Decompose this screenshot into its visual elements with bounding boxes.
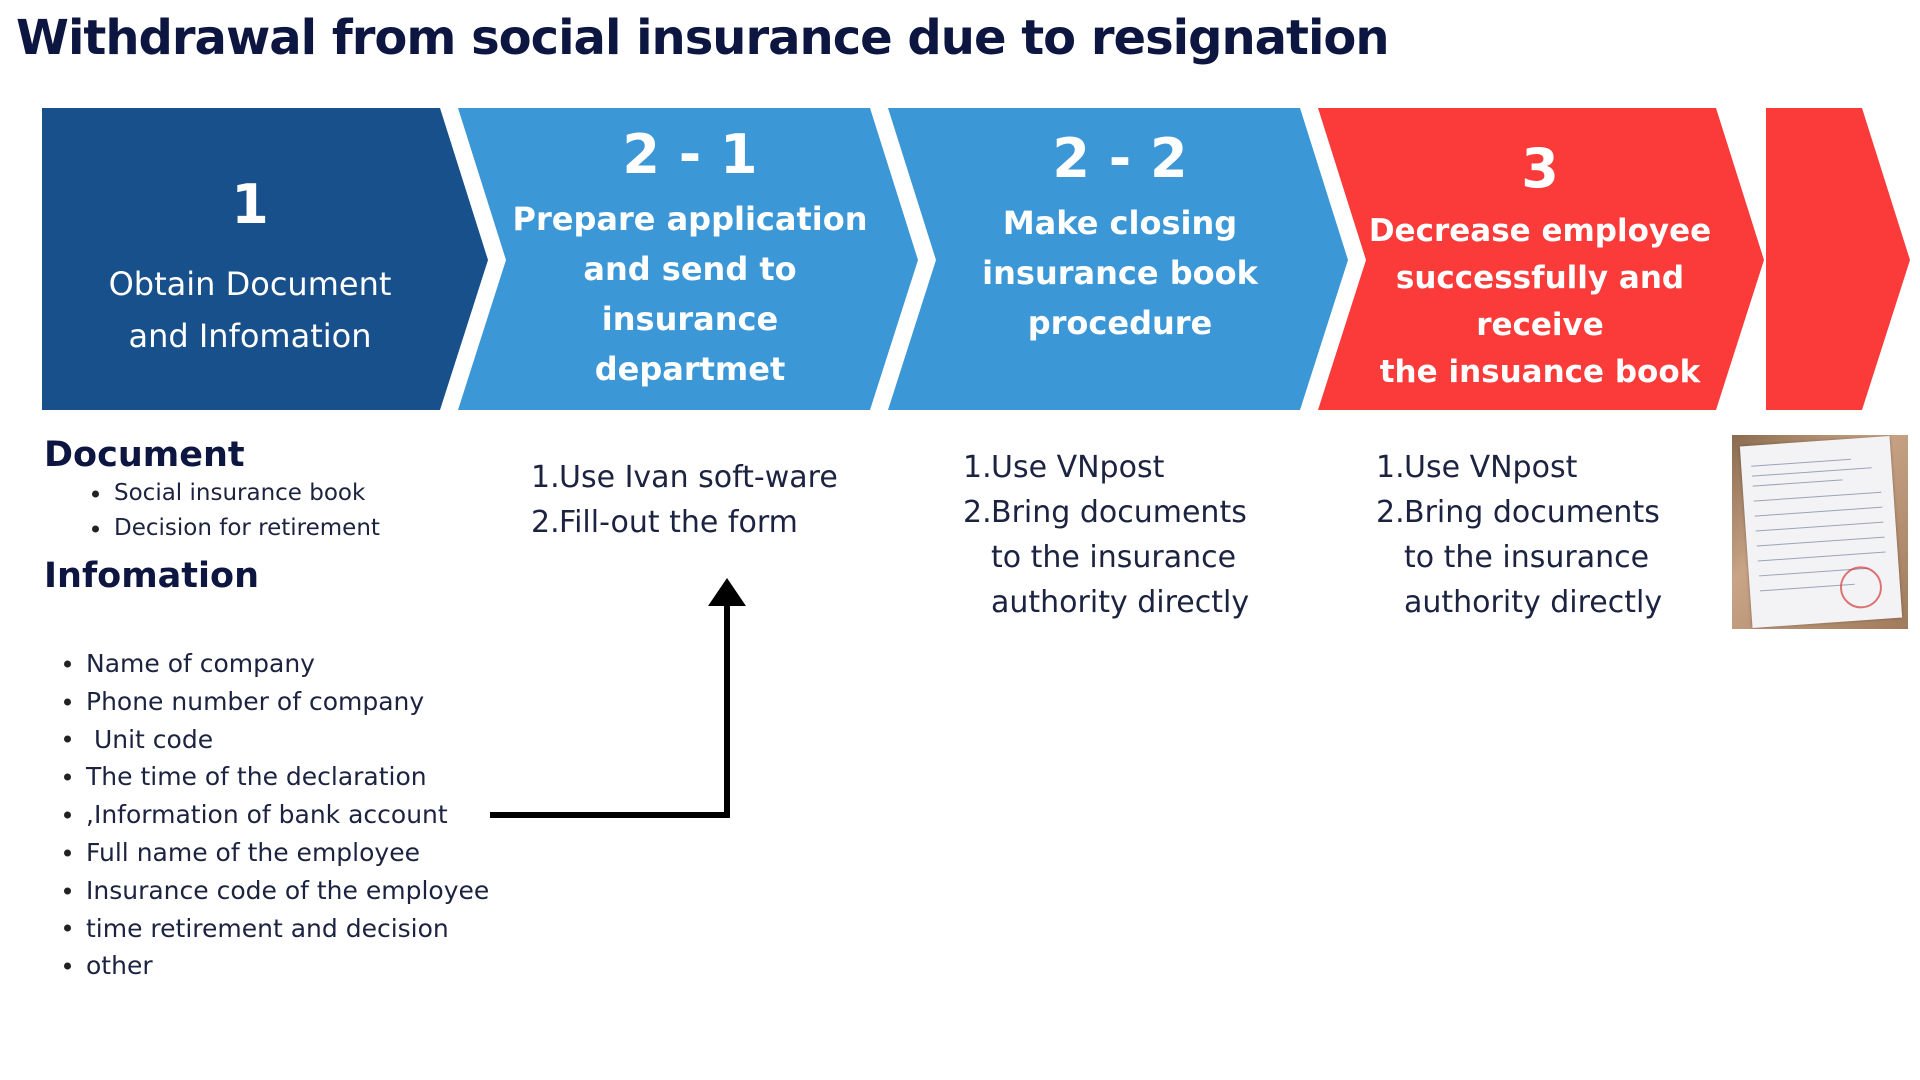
list-item: 2. Fill-out the form <box>531 500 838 545</box>
stamp-icon <box>1838 564 1884 610</box>
item-text-line: to the insurance <box>991 540 1237 575</box>
item-text-line: Use Ivan soft-ware <box>559 460 838 495</box>
list-item: Phone number of company <box>64 683 489 721</box>
step1-label-line: Obtain Document <box>108 265 392 303</box>
item-text-line: Bring documents <box>1404 495 1660 530</box>
list-item: Decision for retirement <box>92 511 380 546</box>
page-title: Withdrawal from social insurance due to … <box>16 10 1390 66</box>
step2-2-label-line: Make closing <box>1002 204 1238 242</box>
item-text: Fill-out the form <box>559 500 798 545</box>
step2-2-chevron <box>888 108 1348 410</box>
step3-actions: 1. Use VNpost 2. Bring documents to the … <box>1376 445 1662 625</box>
item-text-line: authority directly <box>991 585 1250 620</box>
document-heading: Document <box>44 435 245 475</box>
item-text-line: Use VNpost <box>991 450 1165 485</box>
item-text: Use Ivan soft-ware <box>559 455 838 500</box>
information-heading: Infomation <box>44 556 259 596</box>
list-item: Full name of the employee <box>64 834 489 872</box>
step2-2-label-line: insurance book <box>982 254 1258 292</box>
step2-1-label: Prepare application and send to insuranc… <box>513 194 868 394</box>
information-list: Name of company Phone number of company … <box>64 645 489 985</box>
list-item: time retirement and decision <box>64 910 489 948</box>
step1-chevron <box>42 108 488 410</box>
step2-1-label-line: Prepare application <box>512 200 868 238</box>
step3-text: 3 Decrease employee successfully and rec… <box>1340 142 1740 396</box>
step2-1-number: 2 - 1 <box>622 123 758 186</box>
step3-label: Decrease employee successfully and recei… <box>1340 208 1740 396</box>
list-item: 2. Bring documents to the insurance auth… <box>1376 490 1662 625</box>
step2-2-label: Make closing insurance book procedure <box>982 198 1258 348</box>
item-text-line: authority directly <box>1404 585 1663 620</box>
item-text-line: Use VNpost <box>1404 450 1578 485</box>
list-item: Social insurance book <box>92 476 380 511</box>
step2-2-label-line: procedure <box>1027 304 1213 342</box>
document-paper <box>1739 435 1903 629</box>
item-number: 1. <box>1376 450 1405 485</box>
item-number: 1. <box>531 460 560 495</box>
list-item: 1. Use VNpost <box>1376 445 1662 490</box>
item-text: Use VNpost <box>991 445 1164 490</box>
list-item: Unit code <box>64 721 489 759</box>
list-item: other <box>64 947 489 985</box>
list-item: Insurance code of the employee <box>64 872 489 910</box>
step1-text: 1 Obtain Document and Infomation <box>40 178 460 362</box>
step2-1-label-line: departmet <box>594 350 786 388</box>
step2-1-actions: 1. Use Ivan soft-ware 2. Fill-out the fo… <box>531 455 838 545</box>
list-item: 1. Use Ivan soft-ware <box>531 455 838 500</box>
item-text-line: to the insurance <box>1404 540 1650 575</box>
insurance-book-photo <box>1732 435 1908 629</box>
list-item: 1. Use VNpost <box>963 445 1249 490</box>
item-number: 2. <box>531 505 560 540</box>
step2-2-text: 2 - 2 Make closing insurance book proced… <box>930 132 1310 348</box>
step2-1-label-line: and send to <box>583 250 797 288</box>
step1-number: 1 <box>231 173 269 236</box>
document-list: Social insurance book Decision for retir… <box>92 476 380 546</box>
item-number: 1. <box>963 450 992 485</box>
step3-number: 3 <box>1521 137 1559 200</box>
item-text-line: Bring documents <box>991 495 1247 530</box>
item-text: Bring documents to the insurance authori… <box>1404 490 1662 625</box>
item-number: 2. <box>963 495 992 530</box>
step1-label-line: and Infomation <box>128 317 372 355</box>
item-number: 2. <box>1376 495 1405 530</box>
step3-label-line: successfully and receive <box>1395 260 1685 343</box>
list-item: Name of company <box>64 645 489 683</box>
item-text: Use VNpost <box>1404 445 1577 490</box>
step2-2-actions: 1. Use VNpost 2. Bring documents to the … <box>963 445 1249 625</box>
step2-1-text: 2 - 1 Prepare application and send to in… <box>500 128 880 394</box>
next-step-chevron <box>1766 108 1910 410</box>
step2-1-chevron <box>458 108 918 410</box>
item-text: Bring documents to the insurance authori… <box>991 490 1249 625</box>
step1-label: Obtain Document and Infomation <box>109 258 392 362</box>
step3-label-line: the insuance book <box>1379 354 1701 390</box>
step2-1-label-line: insurance <box>601 300 779 338</box>
list-item: The time of the declaration <box>64 758 489 796</box>
step3-chevron <box>1318 108 1764 410</box>
step2-2-number: 2 - 2 <box>1052 127 1188 190</box>
step3-label-line: Decrease employee <box>1368 213 1712 249</box>
list-item: 2. Bring documents to the insurance auth… <box>963 490 1249 625</box>
list-item: ,Information of bank account <box>64 796 489 834</box>
item-text-line: Fill-out the form <box>559 505 798 540</box>
